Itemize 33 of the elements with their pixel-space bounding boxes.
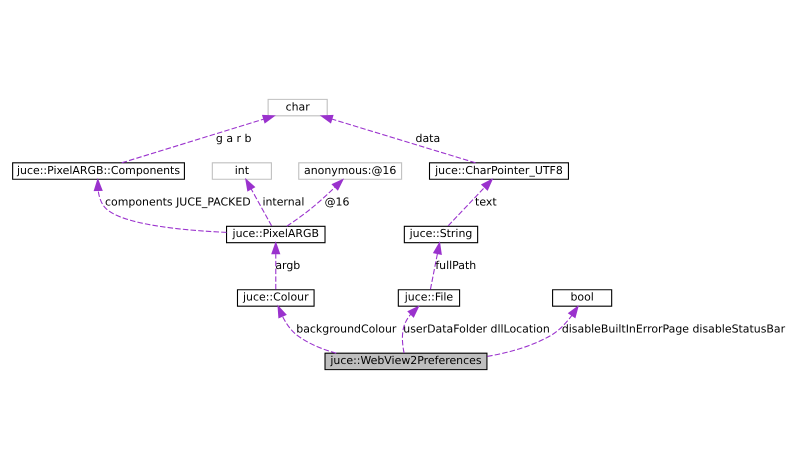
edge-label: internal — [262, 195, 304, 208]
edge-label: text — [475, 195, 497, 208]
edge-label: backgroundColour — [296, 322, 396, 335]
node-box: int — [212, 162, 272, 180]
arrow — [245, 177, 272, 226]
node-box: char — [268, 98, 328, 116]
node-box: anonymous:@16 — [298, 162, 402, 180]
arrow — [94, 177, 227, 232]
arrow — [320, 114, 476, 163]
edge-label: data — [416, 132, 440, 145]
node-box: juce::CharPointer_UTF8 — [428, 162, 569, 180]
arrow — [271, 240, 280, 289]
edge-label: g a r b — [216, 132, 252, 145]
node-box: bool — [552, 288, 612, 306]
arrow — [402, 304, 420, 353]
arrow — [122, 114, 276, 163]
edge-label: userDataFolder dllLocation — [403, 322, 550, 335]
edge-label: fullPath — [435, 258, 476, 272]
arrow — [487, 304, 579, 356]
edge-label: argb — [275, 258, 300, 272]
node-box: juce::String — [404, 225, 478, 243]
node-box: juce::PixelARGB — [226, 225, 326, 243]
node-box: juce::File — [398, 288, 460, 306]
edge-label: @16 — [324, 195, 350, 208]
arrow — [277, 304, 336, 354]
edge-label: disableBuiltInErrorPage disableStatusBar — [562, 322, 786, 335]
node-box: juce::PixelARGB::Components — [12, 162, 185, 180]
arrow — [430, 240, 442, 289]
arrow — [286, 178, 344, 226]
arrow — [448, 178, 494, 226]
edge-label: components JUCE_PACKED — [105, 195, 251, 208]
node-box: juce::Colour — [236, 288, 315, 306]
node-box: juce::WebView2Preferences — [324, 352, 488, 370]
